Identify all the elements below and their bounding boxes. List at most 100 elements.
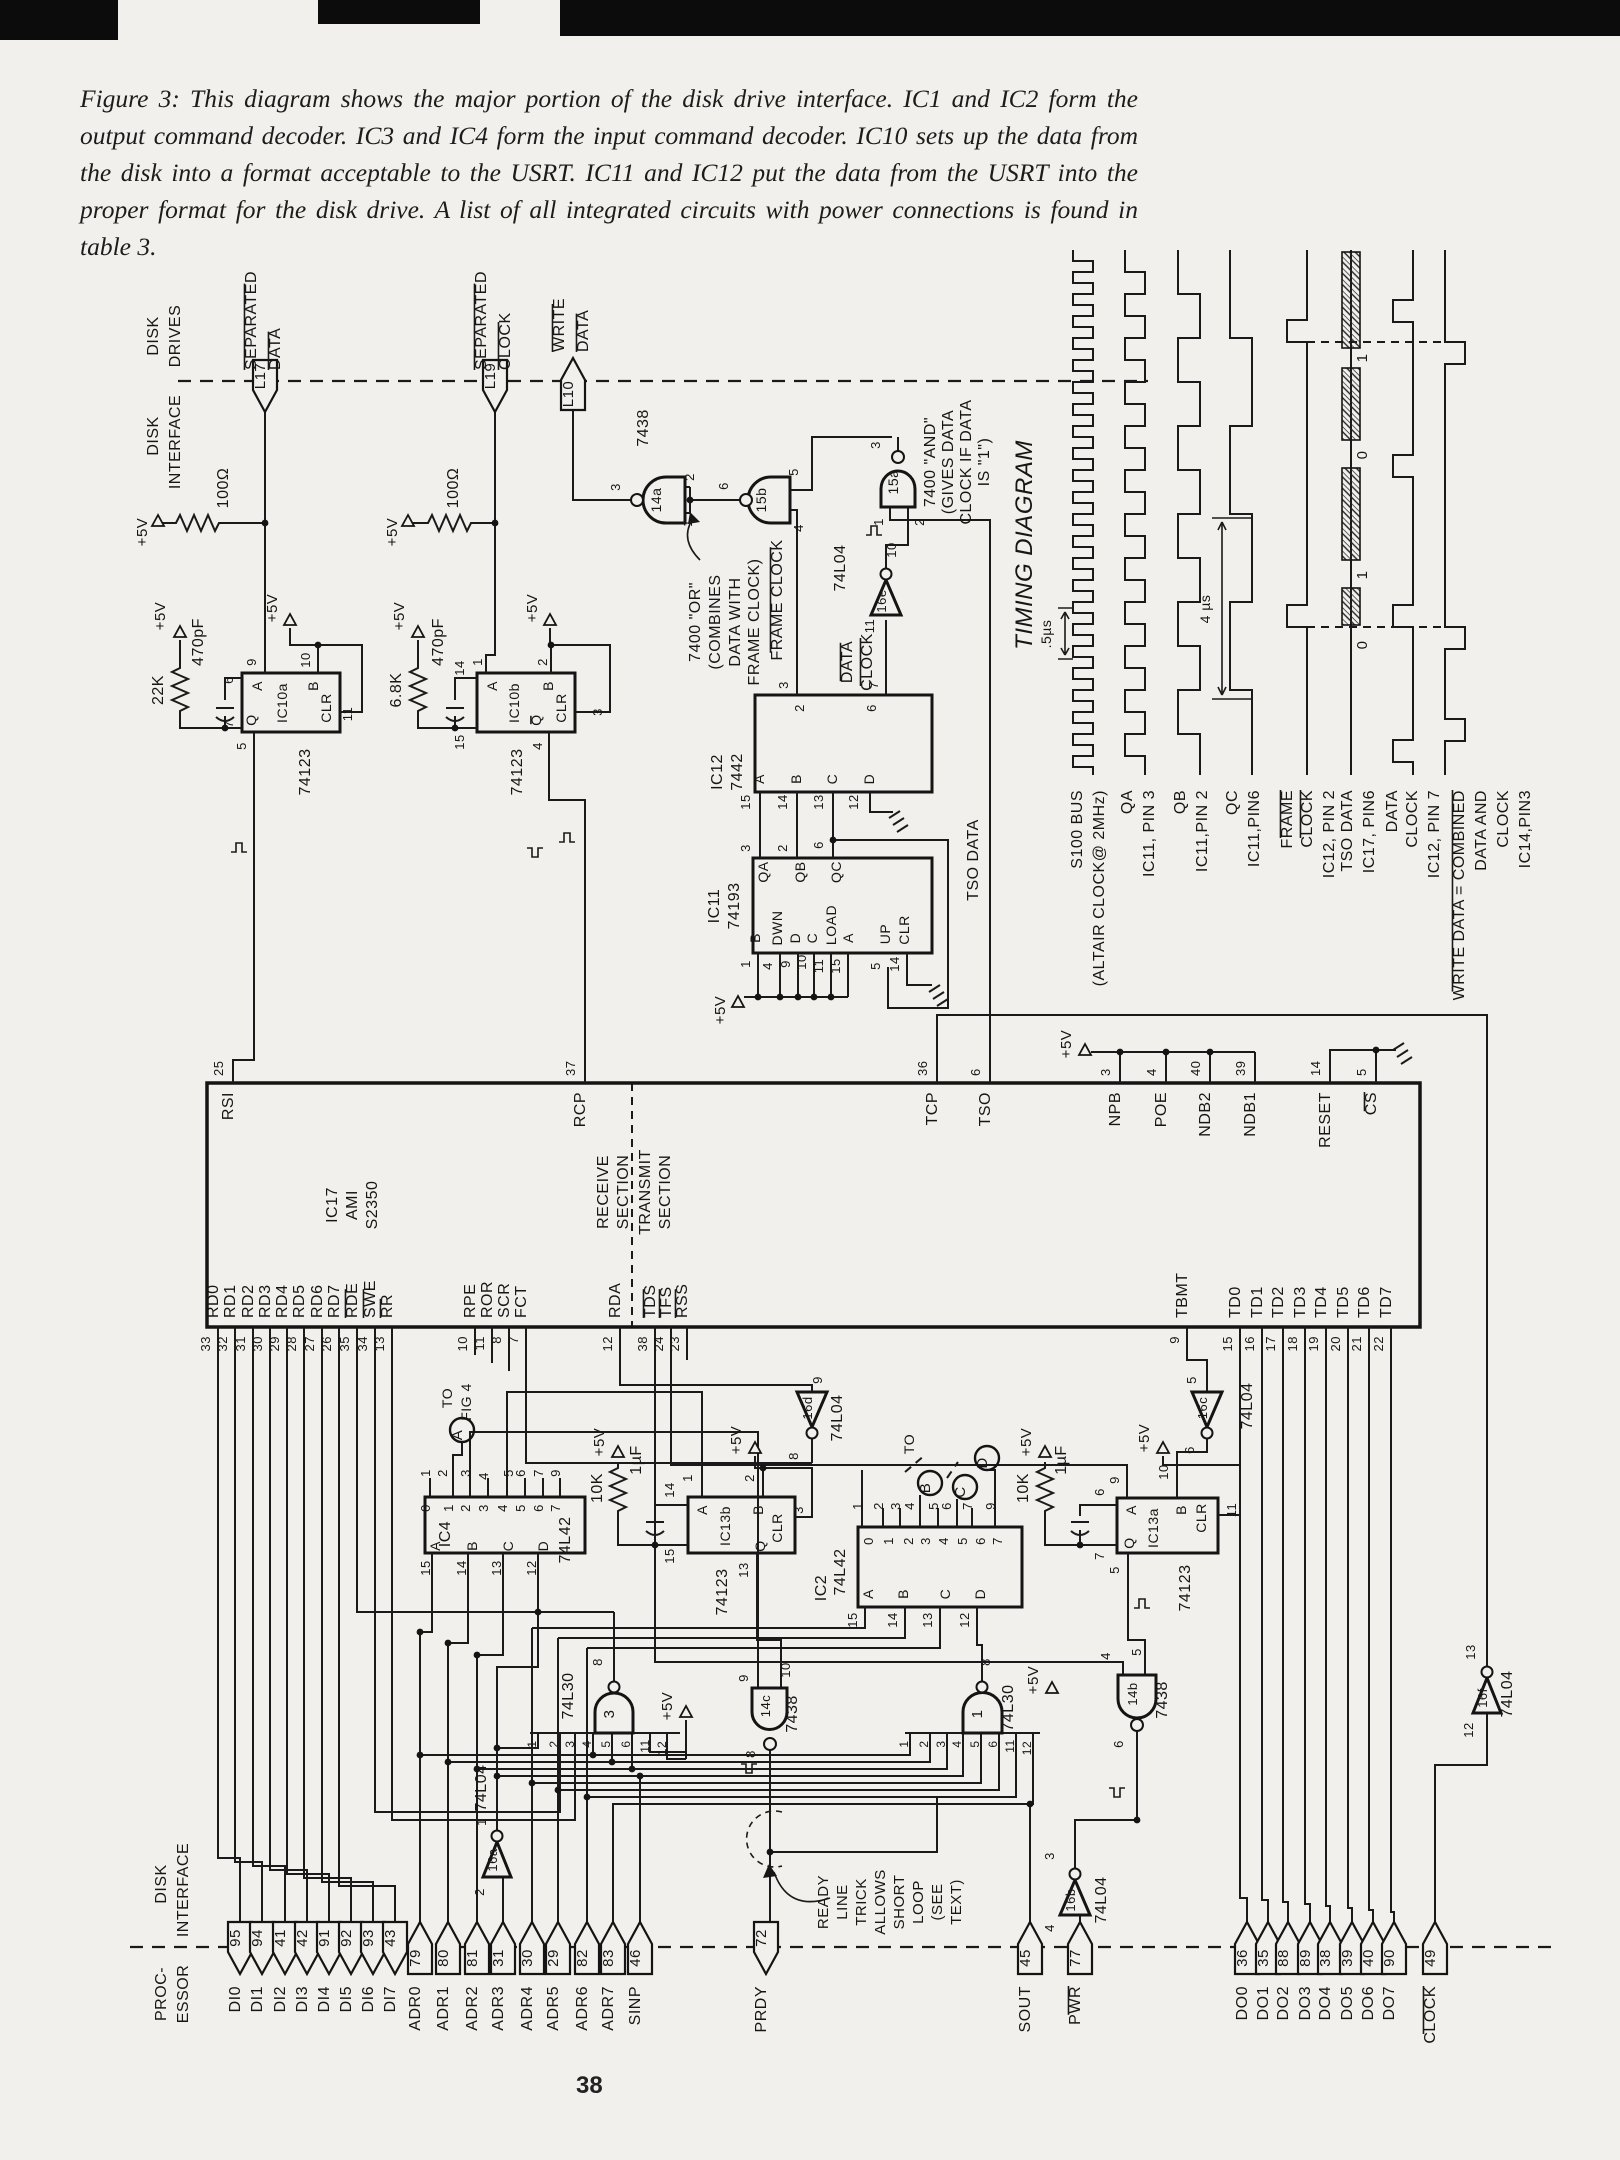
data-hatch-band (1341, 587, 1361, 626)
junction-dot (589, 1751, 597, 1759)
schematic-label: 22 (1371, 1336, 1386, 1351)
connector-number: 46 (627, 1949, 644, 1967)
plus5v-arrow (1155, 1440, 1171, 1454)
junction-dot (810, 993, 818, 1001)
schematic-label: ALLOWS (872, 1869, 889, 1935)
schematic-label: 24 (651, 1336, 666, 1351)
schematic-label: +5V (1058, 1030, 1075, 1059)
schematic-label: 3 (738, 844, 753, 852)
ic11-box (751, 856, 934, 955)
schematic-label: 9 (810, 1376, 825, 1384)
schematic-label: 12 (600, 1336, 615, 1351)
connector-label-DO2: DO2 (1275, 1986, 1292, 2020)
schematic-label: 5 (968, 1740, 982, 1747)
trace-clock-3 (1229, 250, 1253, 775)
schematic-label: 14 (887, 956, 902, 971)
schematic-label: 38 (635, 1336, 650, 1351)
schematic-label: 8 (590, 1658, 605, 1666)
connector-pin-DI2 (271, 1920, 299, 1977)
schematic-label: B (788, 774, 804, 784)
schematic-label: 11 (340, 707, 355, 722)
fig4-letter: A (449, 1430, 466, 1441)
junction-dot (651, 1541, 659, 1549)
ic10a-box (240, 671, 342, 734)
junction-dot (686, 496, 694, 504)
figure-caption: Figure 3: This diagram shows the major p… (80, 84, 1138, 261)
schematic-label: D (861, 774, 877, 785)
schematic-label: IC11 (706, 889, 723, 924)
connector-label-DO4: DO4 (1317, 1986, 1334, 2020)
schematic-label: 4 (1144, 1068, 1159, 1076)
schematic-label: 4 (760, 962, 775, 970)
connector-label-DI7: DI7 (382, 1986, 399, 2012)
schematic-label: Q (528, 714, 544, 725)
timing-label: QA (1119, 790, 1136, 814)
connector-label-DO1: DO1 (1255, 1986, 1272, 2020)
schematic-label: 6 (716, 482, 731, 490)
schematic-label: 12 (957, 1612, 972, 1627)
resistor (422, 512, 477, 534)
schematic-label: 15 (828, 958, 843, 973)
schematic-label: 74L04 (832, 545, 849, 592)
junction-dot (1133, 1816, 1141, 1824)
resistor (407, 662, 429, 717)
schematic-label: 7 (1092, 1552, 1107, 1560)
connector-pin-SINP (626, 1919, 654, 1976)
connector-number: 77 (1067, 1949, 1084, 1967)
fig4-circle-C (951, 1473, 979, 1501)
schematic-label: FIG 4 (458, 1383, 474, 1421)
resistor (170, 512, 225, 534)
schematic-label: 3 (1098, 1068, 1113, 1076)
schematic-label: 2 (547, 1740, 561, 1747)
schematic-label: 16c (1195, 1397, 1210, 1419)
schematic-label: 6 (531, 1504, 546, 1512)
schematic-label: 5 (501, 1469, 516, 1477)
schematic-label: 74L04 (829, 1395, 846, 1442)
schematic-label: 3 (776, 681, 791, 689)
connector-pin-DO2 (1274, 1919, 1302, 1976)
schematic-label: 1 (525, 1740, 539, 1747)
schematic-label: 8 (743, 1750, 758, 1758)
connector-pin-ADR5 (544, 1919, 572, 1976)
connector-number: 94 (249, 1929, 266, 1947)
schematic-label: 4 (936, 1537, 951, 1545)
connector-label-DO5: DO5 (1339, 1986, 1356, 2020)
schematic-label: 16 (1242, 1336, 1257, 1351)
schematic-label: 14 (1308, 1061, 1323, 1076)
schematic-label: 14c (758, 1695, 773, 1717)
connector-number: 89 (1297, 1949, 1314, 1967)
schematic-label: 1 (881, 1537, 896, 1545)
schematic-label: 9 (778, 960, 793, 968)
plus5v-arrow (730, 994, 746, 1008)
schematic-label: 1 (474, 1818, 489, 1826)
schematic-label: AMI (344, 1190, 361, 1220)
schematic-label: D (535, 1541, 551, 1552)
junction-dot (493, 1744, 501, 1752)
schematic-label: 6 (864, 704, 879, 712)
schematic-label: RD4 (274, 1284, 291, 1318)
junction-dot (261, 519, 269, 527)
schematic-label: FRAME CLOCK) (746, 559, 763, 686)
schematic-label: 23 (667, 1336, 682, 1351)
schematic-label: 11 (862, 619, 877, 634)
schematic-label: IC12 (709, 754, 726, 790)
schematic-label: +5V (524, 594, 541, 623)
schematic-label: TD5 (1335, 1286, 1352, 1318)
ic12-box (753, 693, 934, 794)
schematic-label: 5 (234, 742, 249, 750)
schematic-label: S2350 (364, 1181, 381, 1230)
trace-clock-0 (1072, 250, 1094, 775)
connector-number: 31 (490, 1949, 507, 1967)
schematic-label: 16a (485, 1848, 500, 1871)
junction-dot (754, 993, 762, 1001)
schematic-label: C (804, 933, 820, 944)
schematic-label: 7 (506, 1336, 521, 1344)
ic4-box (423, 1495, 587, 1555)
schematic-label: 2 (917, 1740, 931, 1747)
schematic-label: B (305, 681, 321, 691)
schematic-label: 7400 "AND" (922, 417, 939, 507)
schematic-label: IC17 (324, 1187, 341, 1223)
schematic-label: 5 (1107, 1566, 1122, 1574)
schematic-label: FCT (513, 1285, 530, 1318)
schematic-label: DATA (575, 310, 592, 352)
